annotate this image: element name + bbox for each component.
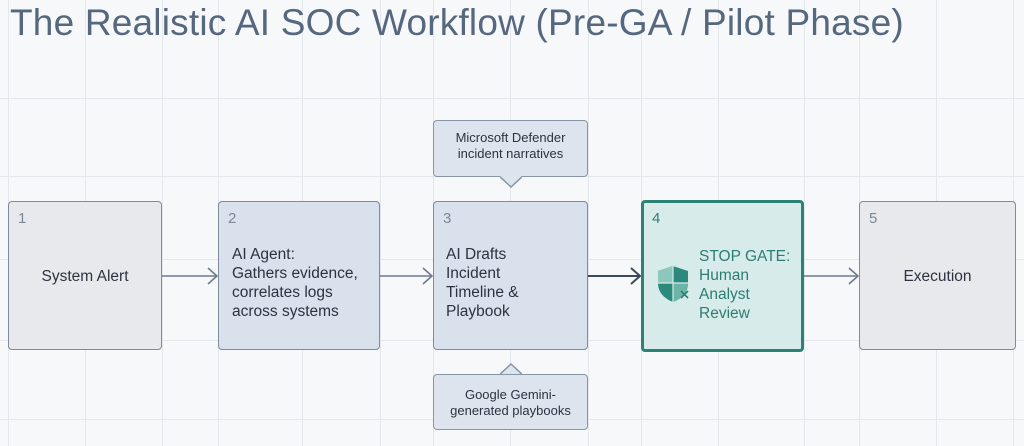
callout-line: Microsoft Defender [455, 130, 566, 145]
arrow-1-to-2 [162, 267, 218, 285]
callout-pointer-up [500, 363, 522, 375]
step-label: STOP GATE: Human Analyst Review [699, 247, 790, 323]
grid-line [804, 0, 805, 446]
label-line: AI Agent: [232, 246, 295, 263]
step-number: 2 [228, 210, 237, 227]
grid-line [588, 0, 589, 446]
page-title: The Realistic AI SOC Workflow (Pre-GA / … [10, 2, 904, 43]
shield-icon [658, 266, 689, 302]
label-line: STOP GATE: [699, 248, 791, 265]
label-line: Review [699, 305, 750, 322]
label-line: Incident [446, 265, 501, 282]
step-4-stop-gate: 4 STOP GATE: Human Analyst Review [641, 200, 804, 352]
callout-line: Google Gemini- [464, 387, 557, 402]
step-label: Execution [903, 268, 972, 285]
arrow-2-to-3 [380, 267, 433, 285]
label-line: Human [699, 267, 749, 284]
label-line: Analyst [699, 286, 750, 303]
grid-line [0, 98, 1024, 99]
label-line: Playbook [446, 303, 510, 320]
step-3-ai-drafts: 3 AI Drafts Incident Timeline & Playbook [433, 201, 588, 350]
label-line: Timeline & [446, 284, 519, 301]
step-number: 3 [443, 210, 452, 227]
step-2-ai-agent: 2 AI Agent: Gathers evidence, correlates… [218, 201, 380, 350]
step-number: 5 [869, 210, 878, 227]
label-line: Gathers evidence, [232, 265, 358, 282]
step-label: AI Agent: Gathers evidence, correlates l… [232, 245, 358, 321]
callout-line: incident narratives [457, 146, 564, 161]
callout-microsoft-defender: Microsoft Defender incident narratives [433, 120, 588, 177]
grid-line [162, 0, 163, 446]
grid-line [380, 0, 381, 446]
step-1-system-alert: 1 System Alert [8, 201, 162, 350]
label-line: across systems [232, 303, 339, 320]
step-number: 1 [18, 210, 27, 227]
label-line: AI Drafts [446, 246, 507, 263]
callout-pointer-down [500, 175, 522, 188]
step-5-execution: 5 Execution [859, 201, 1016, 350]
step-number: 4 [652, 210, 661, 227]
callout-google-gemini: Google Gemini- generated playbooks [433, 374, 588, 430]
callout-line: generated playbooks [450, 403, 571, 418]
step-label: System Alert [41, 268, 129, 285]
arrow-4-to-5 [804, 267, 859, 285]
arrow-3-to-4 [588, 267, 641, 285]
label-line: correlates logs [232, 284, 333, 301]
step-label: AI Drafts Incident Timeline & Playbook [446, 245, 519, 321]
